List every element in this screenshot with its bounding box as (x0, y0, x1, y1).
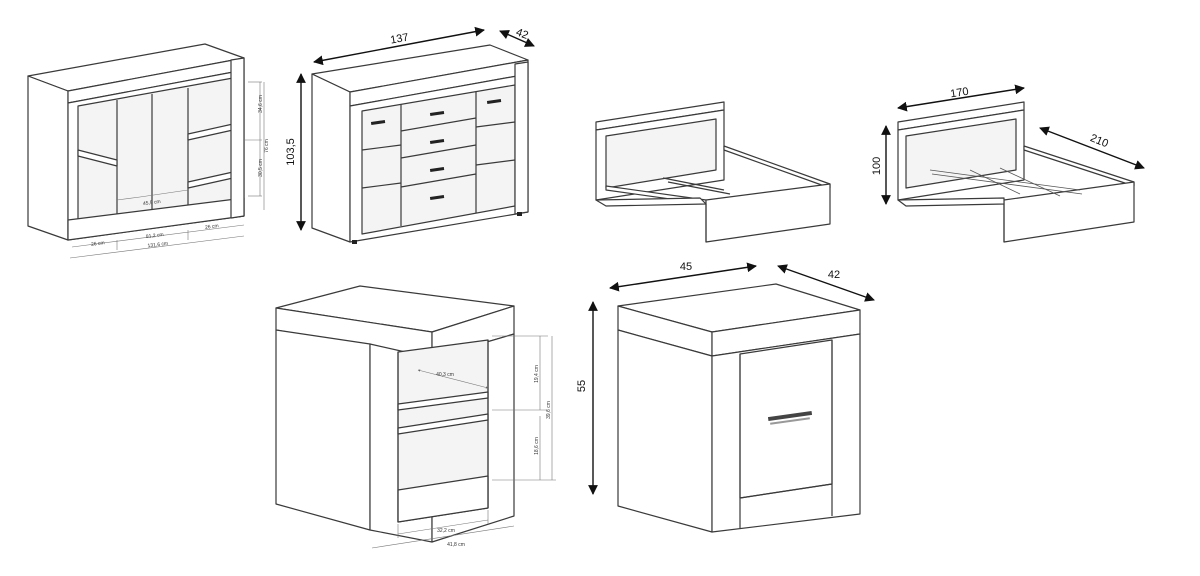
door-nightstand-drawing (617, 283, 861, 533)
bed-slats (929, 167, 1083, 197)
open-sideboard-dimensions: 34,6 cm 30,5 cm 76 cm 45,5 cm 26 cm 81,2… (69, 81, 270, 259)
chest-width-label: 137 (389, 32, 409, 47)
sideboard-total-width-label: 131,6 cm (147, 241, 168, 249)
bed-width-label: 170 (950, 86, 970, 101)
open-nightstand-dimensions: 40,3 cm 19,4 cm 39,6 cm 18,6 cm 32,2 cm … (371, 335, 556, 549)
nightstand-total-inner-height-label: 39,6 cm (546, 401, 552, 419)
nightstand-upper-height-label: 19,4 cm (534, 365, 540, 383)
nightstand-bottom-inner-width-label: 32,2 cm (437, 528, 455, 534)
door-nightstand-width-label: 45 (680, 261, 692, 273)
chest-height-label: 103,5 (285, 138, 297, 166)
door-nightstand-depth-label: 42 (828, 269, 840, 281)
sideboard-inner-width-label: 45,5 cm (143, 199, 161, 207)
bed-height-label: 100 (871, 157, 883, 175)
chest-depth-label: 42 (514, 26, 530, 41)
nightstand-bottom-width-label: 41,8 cm (447, 542, 465, 548)
bed-with-slats-drawing (897, 101, 1135, 243)
chest-of-drawers-drawing (311, 44, 529, 244)
sideboard-right-width-label: 26 cm (205, 223, 219, 231)
sideboard-upper-height-label: 34,6 cm (258, 95, 264, 113)
nightstand-inner-width-label: 40,3 cm (436, 372, 454, 378)
door-handle-icon (767, 410, 813, 425)
nightstand-lower-height-label: 18,6 cm (534, 437, 540, 455)
sideboard-lower-height-label: 30,5 cm (258, 159, 264, 177)
open-nightstand-drawing (275, 285, 515, 543)
open-sideboard-drawing (27, 43, 245, 241)
sideboard-total-height-label: 76 cm (264, 139, 270, 153)
sideboard-center-width-label: 81,2 cm (146, 232, 164, 240)
door-nightstand-height-label: 55 (576, 380, 588, 392)
bed-frame-drawing (595, 101, 831, 243)
chest-of-drawers-dimensions: 137 42 103,5 (285, 26, 535, 231)
door-nightstand-dimensions: 45 42 55 (576, 261, 875, 495)
sideboard-side-width-label: 26 cm (91, 240, 105, 248)
